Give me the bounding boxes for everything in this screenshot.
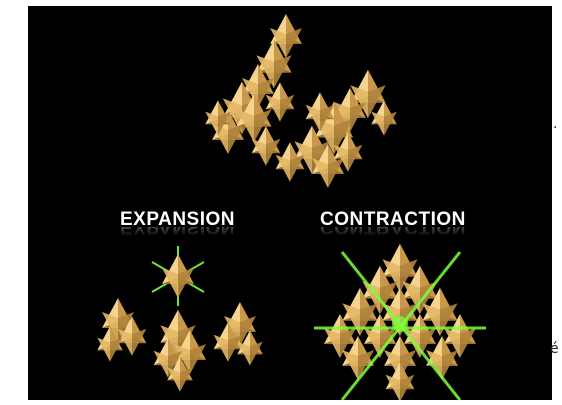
edge-dot-glyph: · bbox=[553, 120, 557, 136]
top-crystal-cluster bbox=[205, 14, 397, 188]
crystal-artwork bbox=[28, 6, 552, 400]
expansion-crystal-group bbox=[97, 246, 263, 392]
expansion-label: EXPANSION EXPANSION bbox=[120, 209, 235, 237]
image-canvas: EXPANSION EXPANSION CONTRACTION CONTRACT… bbox=[28, 6, 552, 400]
contraction-label: CONTRACTION CONTRACTION bbox=[320, 209, 466, 237]
contraction-center-glow bbox=[392, 316, 408, 332]
contraction-crystal-group bbox=[314, 244, 486, 400]
edge-accent-glyph: é bbox=[550, 341, 559, 357]
